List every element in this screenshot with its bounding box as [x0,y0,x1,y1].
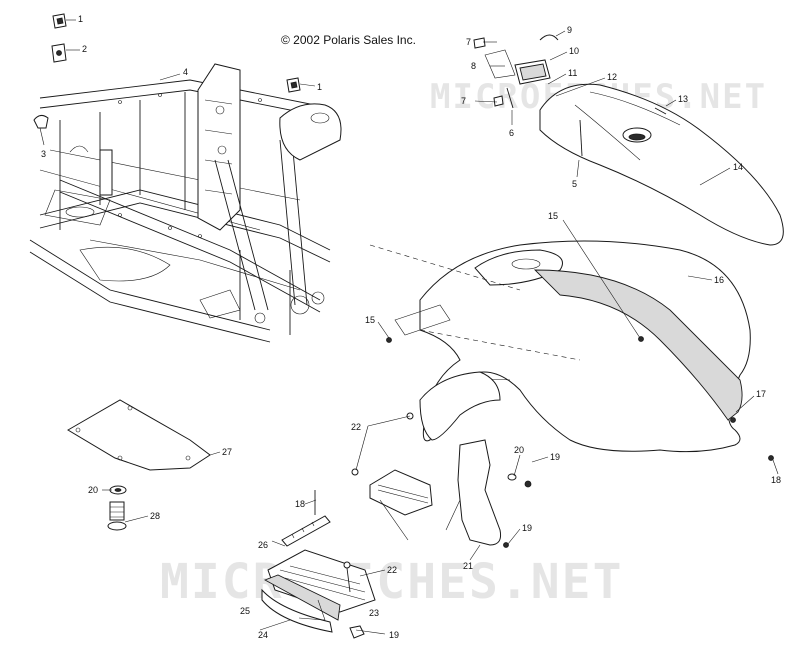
callout-4: 4 [183,67,188,77]
washer-20-hole [114,488,122,492]
taillight-assembly [473,34,667,157]
callout-15b: 15 [365,315,375,325]
callout-25: 25 [240,606,250,616]
callout-20: 20 [514,445,524,455]
frame-assembly [29,63,342,343]
callout-5: 5 [572,179,577,189]
callout-10: 10 [569,46,579,56]
callout-22: 22 [351,422,361,432]
callout-7b: 7 [461,96,466,106]
hardware [343,336,774,639]
part-1b-clip-hole [290,81,298,89]
callout-28: 28 [150,511,160,521]
part-2-nut-hole [56,50,62,56]
callout-2: 2 [82,44,87,54]
callout-9: 9 [567,25,572,35]
callout-1b: 1 [317,82,322,92]
callout-17: 17 [756,389,766,399]
callout-7: 7 [466,37,471,47]
callout-11: 11 [568,68,577,78]
callout-19c: 19 [389,630,399,640]
callout-27: 27 [222,447,232,457]
callout-6: 6 [509,128,514,138]
callout-1: 1 [78,14,83,24]
watermark-bottom: MICROFICHES.NET [160,554,623,610]
callout-26: 26 [258,540,268,550]
callout-12: 12 [607,72,617,82]
callout-18: 18 [771,475,781,485]
callout-24: 24 [258,630,268,640]
leader-lines [39,19,779,635]
rear-fender-14 [539,83,784,246]
callout-19: 19 [550,452,560,462]
copyright-text: © 2002 Polaris Sales Inc. [281,33,416,47]
callout-20b: 20 [88,485,98,495]
callout-19b: 19 [522,523,532,533]
callout-labels: 1 2 3 4 1 7 8 9 10 11 12 7 6 13 5 14 15 … [41,14,781,640]
part-1-clip-hole [56,17,64,25]
bolt-28 [107,501,127,531]
callout-23: 23 [369,608,379,618]
callout-18b: 18 [295,499,305,509]
callout-22b: 22 [387,565,397,575]
skid-plate-27 [67,399,211,471]
callout-15: 15 [548,211,558,221]
callout-16: 16 [714,275,724,285]
part-26-bar [281,490,331,547]
callout-14: 14 [733,162,743,172]
callout-21: 21 [463,561,473,571]
footrest-bracket [369,469,433,516]
front-fender-16 [369,240,751,453]
callout-8: 8 [471,61,476,71]
callout-13: 13 [678,94,688,104]
mud-flap-21 [457,439,501,546]
callout-3: 3 [41,149,46,159]
part-3-plug [33,114,49,129]
